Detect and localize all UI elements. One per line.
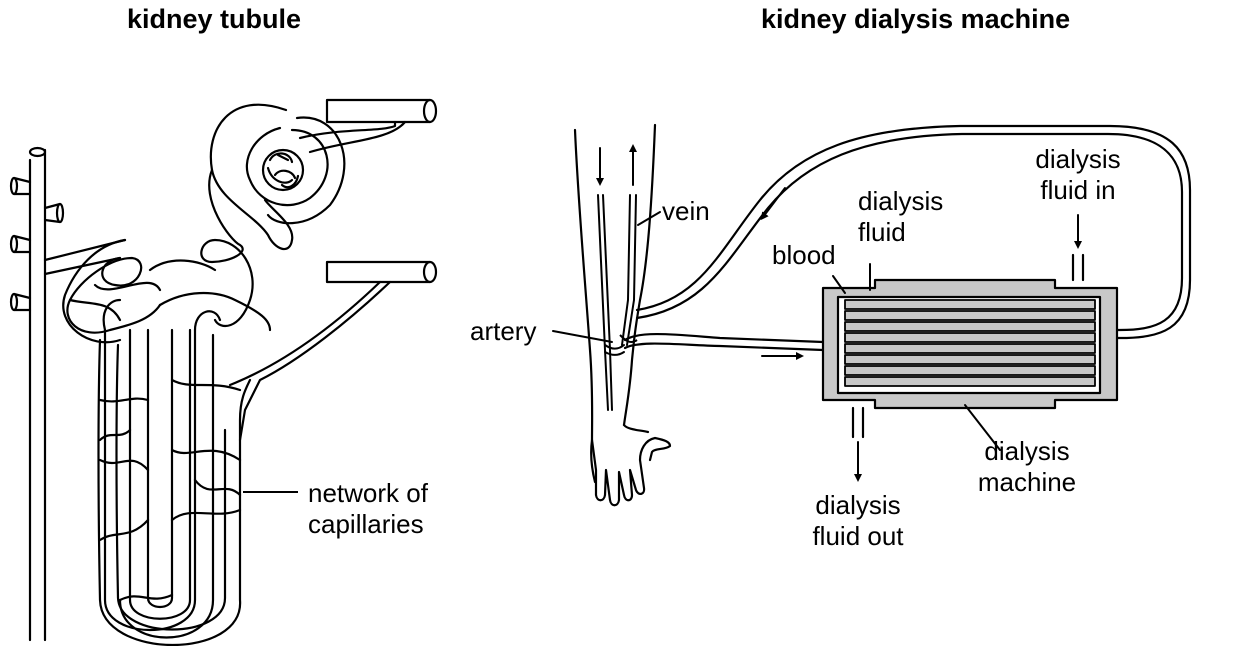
collecting-vessel — [11, 148, 125, 640]
capillary-vessels-top — [230, 100, 436, 440]
arm — [575, 125, 670, 505]
kidney-tubule-title: kidney tubule — [127, 4, 301, 35]
dialysis-fluid-line1: dialysis — [858, 186, 943, 217]
dialysis-fluid-label: dialysis fluid — [858, 186, 943, 248]
kidney-tubule-drawing — [11, 100, 436, 645]
network-label-line1: network of — [308, 478, 428, 509]
fluid-in-line2: fluid in — [1030, 175, 1126, 206]
capillary-network — [70, 261, 250, 645]
fluid-out-line1: dialysis — [800, 490, 916, 521]
network-label-line2: capillaries — [308, 509, 428, 540]
fluid-in-label: dialysis fluid in — [1030, 144, 1126, 206]
dialysis-title: kidney dialysis machine — [761, 4, 1070, 35]
network-label: network of capillaries — [308, 478, 428, 540]
fluid-out-label: dialysis fluid out — [800, 490, 916, 552]
fluid-out-line2: fluid out — [800, 521, 916, 552]
bowmans-capsule — [211, 105, 344, 249]
fluid-in-line1: dialysis — [1030, 144, 1126, 175]
artery-tubing — [625, 334, 823, 350]
machine-line1: dialysis — [962, 436, 1092, 467]
vein-label: vein — [662, 196, 710, 227]
blood-label: blood — [772, 240, 836, 271]
dialysis-fluid-line2: fluid — [858, 217, 943, 248]
machine-label: dialysis machine — [962, 436, 1092, 498]
machine-line2: machine — [962, 467, 1092, 498]
dialysis-machine — [823, 255, 1117, 437]
artery-label: artery — [470, 316, 536, 347]
